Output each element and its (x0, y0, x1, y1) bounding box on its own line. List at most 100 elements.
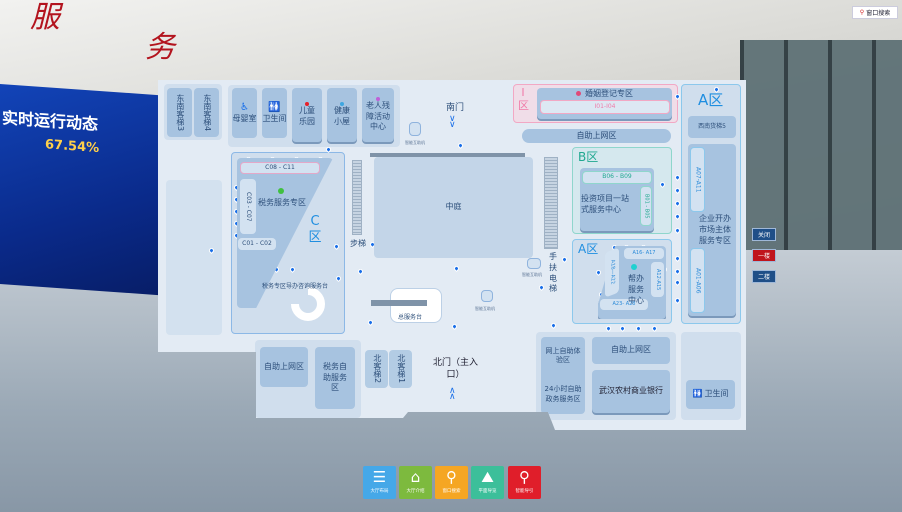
location-marker-icon[interactable] (650, 324, 659, 333)
a01-a06: A01-A06 (690, 248, 705, 313)
hall-intro-button[interactable]: ⌂大厅介绍 (399, 466, 432, 499)
location-marker-icon[interactable] (452, 264, 461, 273)
location-marker-icon[interactable] (366, 318, 375, 327)
kiosk-label: 智能互助机 (405, 140, 425, 145)
restroom-bottom[interactable]: 🚻卫生间 (686, 380, 735, 409)
south-gate-label: 南门 (446, 103, 465, 113)
se-elevator-4: 东南客梯4 (194, 88, 219, 137)
tax-zone-label: 税务服务专区 (258, 198, 306, 207)
investment-label: 投资项目一站式服务中心 (581, 194, 629, 214)
label: 婚姻登记专区 (585, 89, 633, 98)
location-marker-icon[interactable] (450, 322, 459, 331)
location-marker-icon[interactable] (658, 180, 667, 189)
floor-1-button[interactable]: 一楼 (752, 249, 776, 262)
layers-icon: ☰ (372, 468, 387, 486)
label: 儿童乐园 (299, 106, 315, 126)
location-marker-icon[interactable] (673, 296, 682, 305)
restroom-icon: 🚻 (268, 101, 281, 113)
location-marker-icon[interactable] (673, 212, 682, 221)
window-search-tool-button[interactable]: ⚲ 窗口搜索 (435, 466, 468, 499)
c01-c02: C01 - C02 (238, 238, 276, 250)
location-marker-icon[interactable] (673, 199, 682, 208)
zone-b-title: B区 (578, 150, 599, 164)
location-marker-icon[interactable] (537, 283, 546, 292)
wall (370, 153, 525, 157)
chevron-down-icon: ∨∨ (449, 114, 456, 130)
floor-2-button[interactable]: 二楼 (752, 270, 776, 283)
close-button[interactable]: 关闭 (752, 228, 776, 241)
stairs-label: 步梯 (350, 239, 366, 248)
kiosk-icon (527, 258, 541, 269)
main-desk-label: 总服务台 (398, 314, 423, 321)
location-marker-icon[interactable] (332, 242, 341, 251)
smart-guide-button[interactable]: ⚲智能导引 (508, 466, 541, 499)
a12-a15: A12-A15 (651, 262, 664, 297)
label: 平面导览 (478, 489, 497, 494)
hall-layout-button[interactable]: ☰大厅布局 (363, 466, 396, 499)
assist-label: 帮办服务中心 (628, 274, 644, 305)
zone-i-range: I01-I04 (540, 100, 670, 114)
label: 卫生间 (704, 389, 729, 399)
zone-a2-title: A区 (578, 242, 599, 256)
label: 网上自助体验区 (545, 346, 581, 365)
location-marker-icon[interactable] (673, 92, 682, 101)
health-hut[interactable]: 健康小屋 (327, 88, 357, 142)
location-marker-icon[interactable] (594, 268, 603, 277)
search-label: 窗口搜索 (866, 10, 891, 17)
dot-icon (631, 264, 637, 270)
location-marker-icon[interactable] (673, 254, 682, 263)
location-marker-icon[interactable] (673, 173, 682, 182)
zone-i-title: I区 (518, 86, 529, 112)
senior-center[interactable]: 老人残障活动中心 (362, 88, 394, 142)
self-net-top[interactable]: 自助上网区 (522, 129, 671, 143)
location-marker-icon[interactable] (560, 255, 569, 264)
floor-map: 东南客梯3 东南客梯4 ♿母婴室 🚻卫生间 儿童乐园 健康小屋 老人残障活动中心… (158, 80, 746, 430)
location-marker-icon[interactable] (334, 274, 343, 283)
tax-desk (291, 287, 325, 321)
b01-b05: B01 - B05 (640, 186, 652, 226)
kiosk-icon (409, 122, 421, 136)
location-marker-icon[interactable] (618, 324, 627, 333)
restroom-top[interactable]: 🚻卫生间 (262, 88, 287, 138)
location-marker-icon[interactable] (673, 267, 682, 276)
location-marker-icon[interactable] (673, 186, 682, 195)
nursing-room[interactable]: ♿母婴室 (232, 88, 257, 138)
tax-self-service[interactable]: 税务自助服务区 (315, 347, 355, 409)
search-icon: ⚲ (859, 9, 865, 16)
window-search-button[interactable]: ⚲窗口搜索 (852, 6, 898, 19)
kids-playground[interactable]: 儿童乐园 (292, 88, 322, 142)
floor-plan-button[interactable]: ⛰平面导览 (471, 466, 504, 499)
self-net-br[interactable]: 自助上网区 (592, 337, 670, 364)
wall (371, 300, 427, 306)
label: 大厅介绍 (406, 489, 425, 494)
dot-icon (576, 91, 581, 96)
kiosk-label: 智能互助机 (475, 306, 495, 311)
location-marker-icon[interactable] (673, 226, 682, 235)
bank[interactable]: 武汉农村商业银行 (592, 370, 670, 413)
search-icon: ⚲ (446, 468, 457, 486)
location-marker-icon[interactable] (207, 246, 216, 255)
label: 卫生间 (262, 114, 287, 124)
self-net-bl[interactable]: 自助上网区 (260, 347, 308, 387)
restroom-icon: 🚻 (692, 389, 703, 399)
location-marker-icon[interactable] (324, 145, 333, 154)
a18-a22: A18—A22 (605, 247, 619, 298)
location-marker-icon[interactable] (456, 141, 465, 150)
location-icon: ⚲ (519, 468, 530, 486)
c03-c07: C03 - C07 (240, 179, 256, 234)
location-marker-icon[interactable] (634, 324, 643, 333)
se-elevator-3: 东南客梯3 (167, 88, 192, 137)
kiosk-icon (481, 290, 493, 302)
escalator-label: 手扶电梯 (549, 252, 557, 294)
a16-a17: A16- A17 (624, 248, 664, 259)
location-marker-icon[interactable] (549, 321, 558, 330)
location-marker-icon[interactable] (288, 265, 297, 274)
kiosk-label: 智能互助机 (522, 272, 542, 277)
location-marker-icon[interactable] (673, 278, 682, 287)
location-marker-icon[interactable] (356, 267, 365, 276)
label: 窗口搜索 (442, 489, 461, 494)
c08-c11: C08 - C11 (240, 162, 320, 174)
dot-icon (305, 102, 309, 107)
location-marker-icon[interactable] (604, 324, 613, 333)
